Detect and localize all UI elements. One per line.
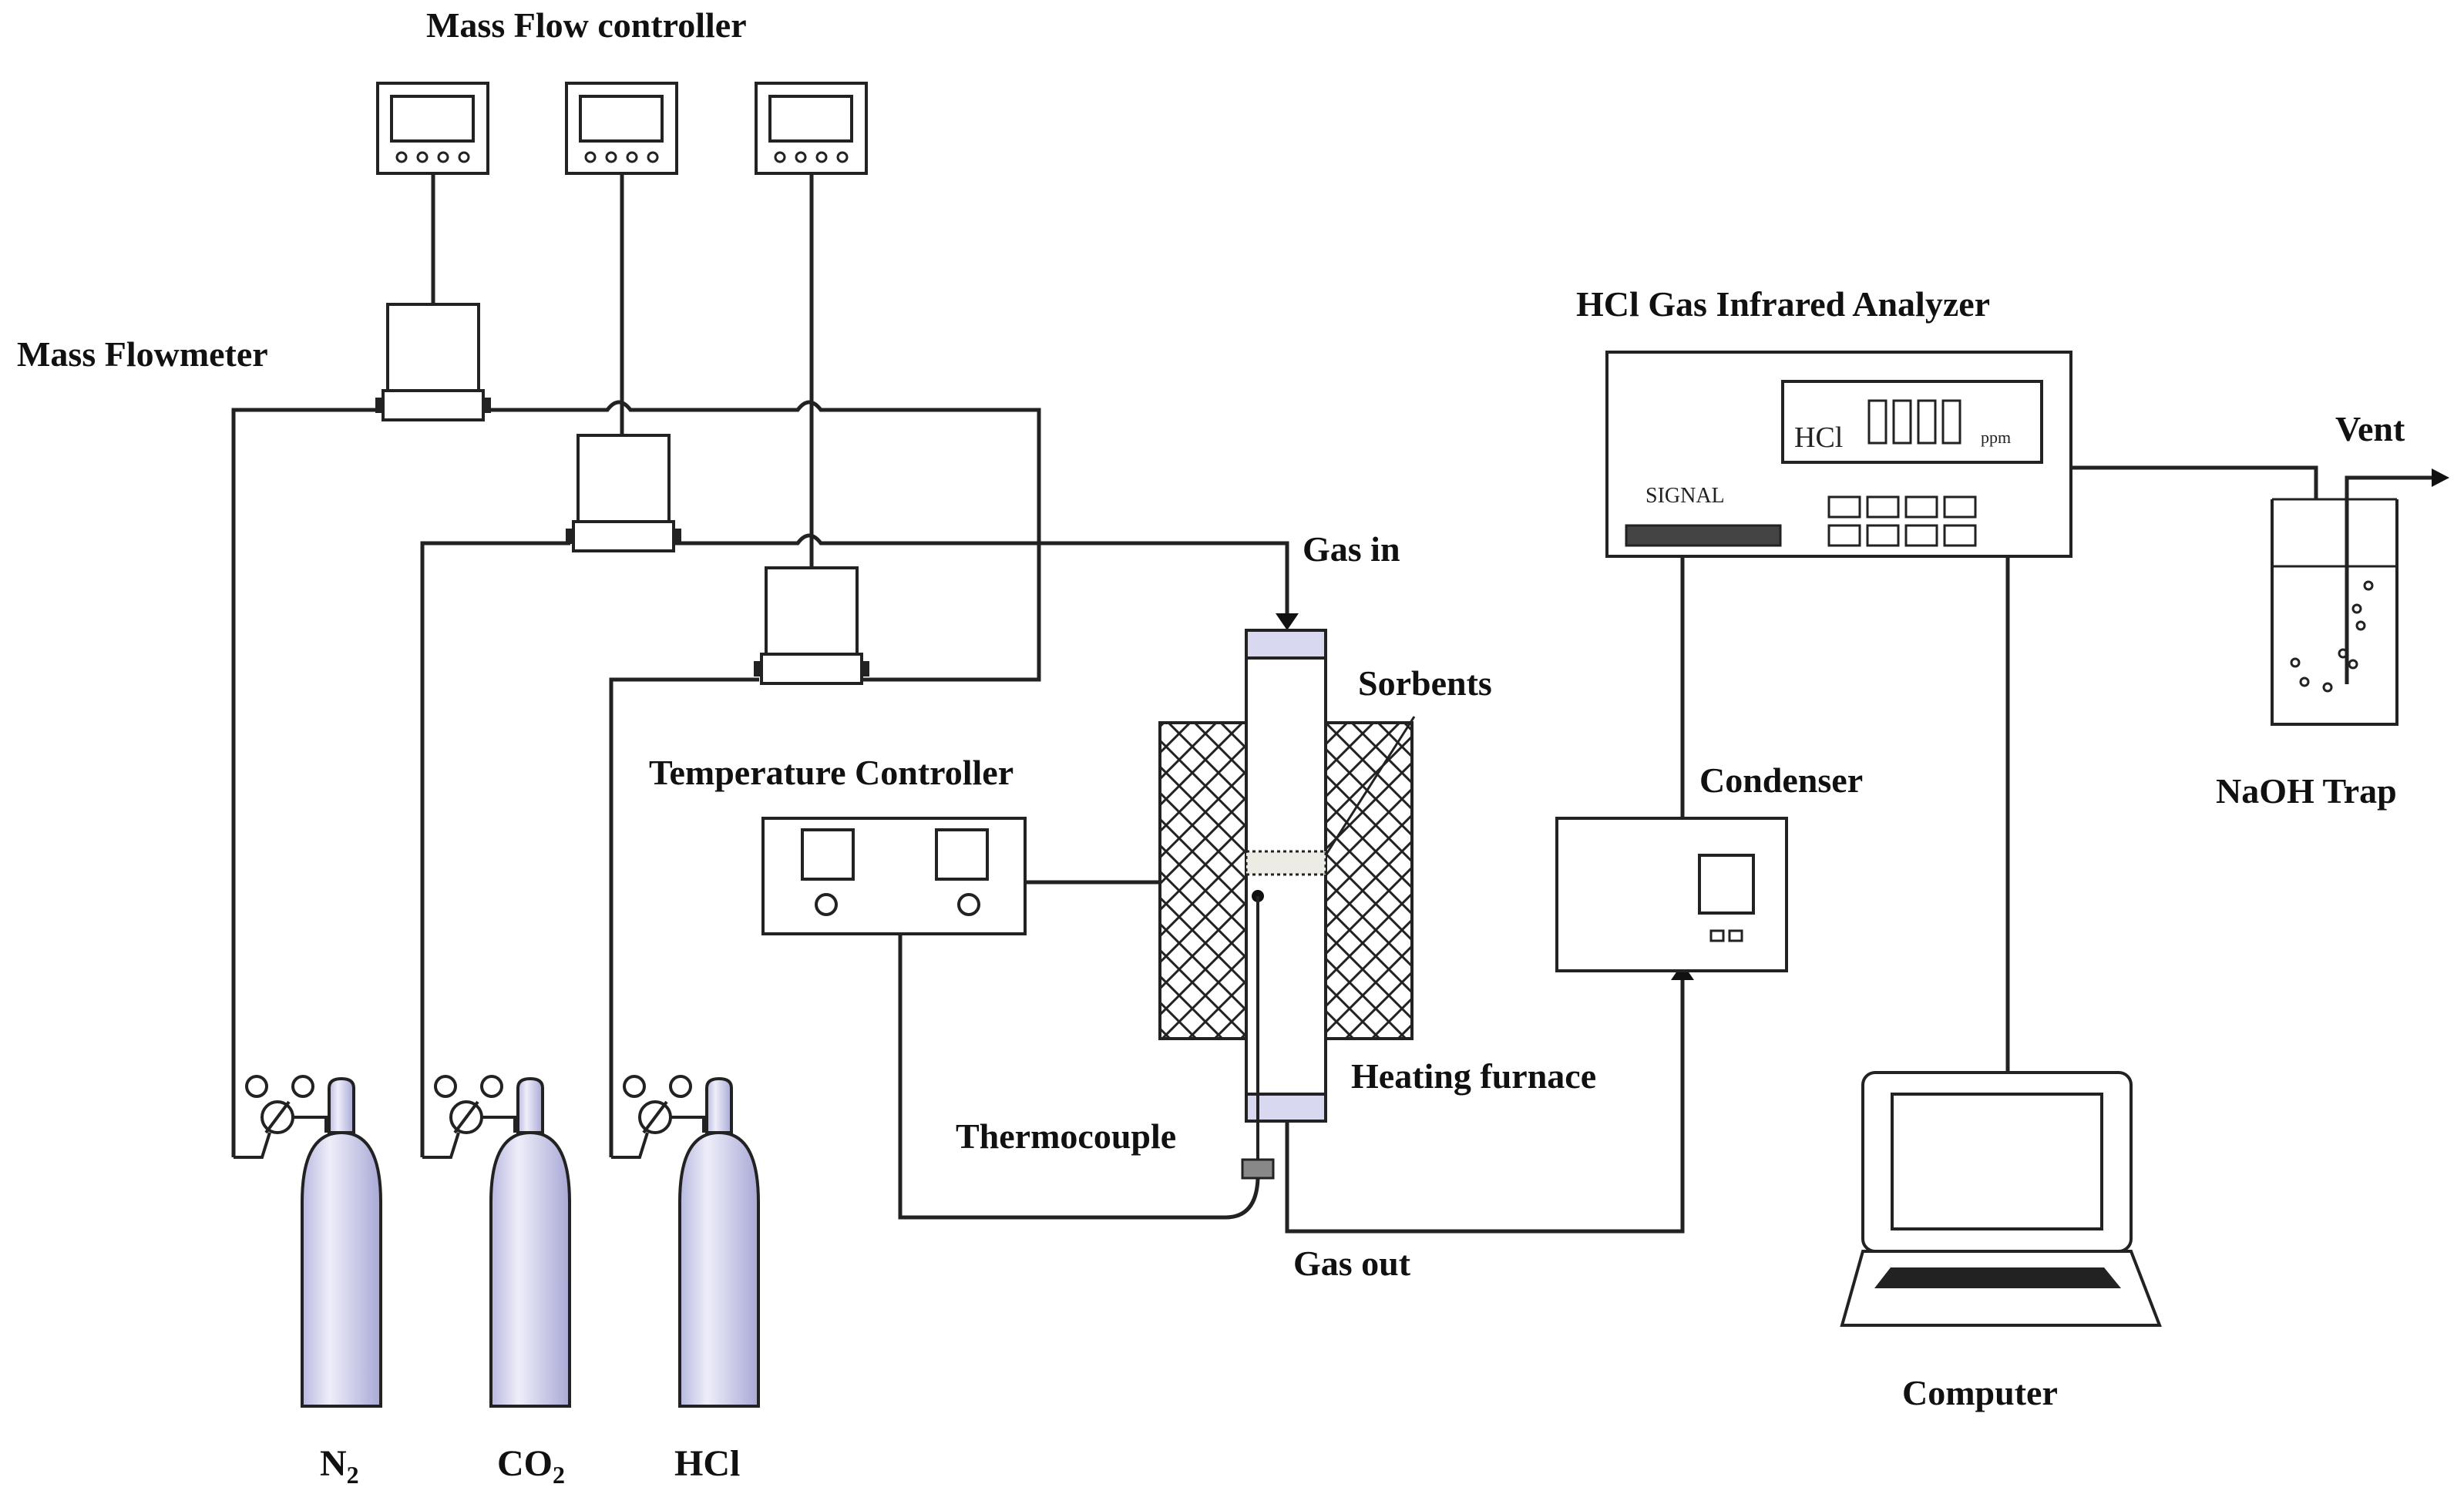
label-thermocouple: Thermocouple xyxy=(956,1116,1176,1156)
naoh-trap-beaker xyxy=(2271,498,2398,726)
mass-flow-controller-n2 xyxy=(376,82,489,175)
label-heating-furnace: Heating furnace xyxy=(1351,1056,1596,1096)
condenser xyxy=(1555,817,1788,972)
label-temperature-controller: Temperature Controller xyxy=(649,753,1014,792)
temperature-controller xyxy=(761,817,1027,935)
display-gas-label: HCl xyxy=(1794,421,1843,454)
gas-cylinder-hcl xyxy=(678,1076,760,1408)
display-unit-label: ppm xyxy=(1981,428,2011,447)
label-condenser: Condenser xyxy=(1699,760,1863,800)
label-cylinder-hcl: HCl xyxy=(674,1443,740,1484)
gas-cylinder-n2 xyxy=(301,1076,382,1408)
regulator-n2 xyxy=(234,1075,328,1159)
label-cylinder-co2: CO2 xyxy=(497,1443,565,1489)
reactor-tube xyxy=(1245,629,1416,1123)
computer-laptop xyxy=(1840,1071,2162,1327)
bubbles xyxy=(2290,580,2374,693)
label-gas-out: Gas out xyxy=(1293,1244,1411,1283)
mass-flowmeter-n2 xyxy=(375,303,491,421)
mass-flow-controller-hcl xyxy=(755,82,868,175)
label-vent: Vent xyxy=(2335,409,2405,448)
thermocouple xyxy=(1241,890,1275,1180)
analyzer-keypad xyxy=(1827,495,1977,547)
label-naoh-trap: NaOH Trap xyxy=(2216,771,2397,811)
label-mass-flowmeter: Mass Flowmeter xyxy=(17,334,268,374)
label-analyzer: HCl Gas Infrared Analyzer xyxy=(1576,284,1990,324)
heating-furnace xyxy=(1158,721,1414,1040)
hcl-gas-infrared-analyzer xyxy=(1605,351,2072,558)
regulator-co2 xyxy=(422,1075,516,1159)
mass-flowmeter-hcl xyxy=(754,566,869,685)
label-cylinder-n2: N2 xyxy=(320,1443,359,1489)
label-signal: SIGNAL xyxy=(1645,484,1725,508)
label-sorbents: Sorbents xyxy=(1358,663,1492,703)
label-gas-in: Gas in xyxy=(1303,529,1400,569)
mass-flowmeter-co2 xyxy=(566,434,681,552)
gas-cylinder-co2 xyxy=(489,1076,571,1408)
gas-piping xyxy=(231,173,2432,1234)
mass-flow-controller-co2 xyxy=(565,82,678,175)
regulator-hcl xyxy=(611,1075,705,1159)
label-computer: Computer xyxy=(1902,1373,2058,1412)
label-mass-flow-controller: Mass Flow controller xyxy=(426,5,747,45)
